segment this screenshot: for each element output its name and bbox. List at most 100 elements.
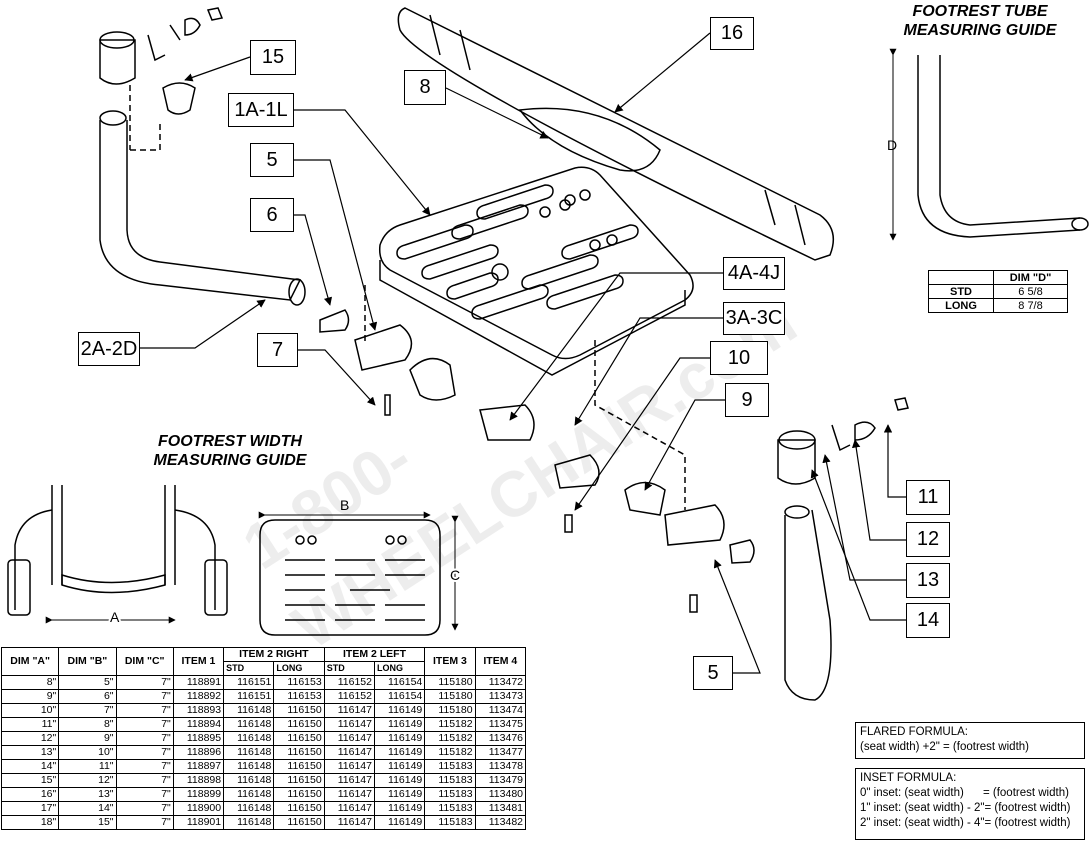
- table-cell: 118899: [172, 787, 225, 802]
- table-cell: 7": [115, 703, 174, 718]
- callout-10: 10: [710, 341, 768, 375]
- table-cell: 116148: [223, 759, 275, 774]
- table-cell: 8": [0, 675, 60, 690]
- table-cell: 116148: [223, 703, 275, 718]
- table-cell: 5": [58, 675, 117, 690]
- table-cell: 8": [58, 717, 117, 732]
- table-cell: 115180: [424, 703, 476, 718]
- table-cell: 10": [58, 745, 117, 760]
- table-cell: 7": [115, 801, 174, 816]
- table-cell: 116148: [223, 773, 275, 788]
- callout-5-top: 5: [250, 143, 294, 177]
- tube-guide-drawing: [889, 48, 1089, 241]
- inset-formula-box: INSET FORMULA: 0" inset: (seat width) = …: [855, 768, 1085, 840]
- callout-3a-3c: 3A-3C: [723, 302, 785, 335]
- inset-formula-line: 1" inset: (seat width) - 2"= (footrest w…: [860, 802, 1071, 814]
- width-dim-c-label: C: [450, 567, 460, 583]
- tube-guide-title: FOOTREST TUBE MEASURING GUIDE: [885, 2, 1075, 40]
- col-item2-right-long: LONG: [273, 661, 325, 676]
- parts-table: DIM "A" DIM "B" DIM "C" ITEM 1 ITEM 2 RI…: [0, 647, 527, 830]
- callout-7: 7: [257, 333, 298, 367]
- inset-formula-line: 0" inset: (seat width) = (footrest width…: [860, 787, 1069, 799]
- table-cell: 116150: [273, 717, 325, 732]
- callout-11: 11: [906, 480, 950, 515]
- tube-dim-row-label: LONG: [928, 298, 994, 313]
- table-cell: 115183: [424, 815, 476, 830]
- table-cell: 116147: [323, 815, 375, 830]
- table-cell: 115183: [424, 773, 476, 788]
- table-cell: 116149: [373, 787, 426, 802]
- tube-dim-table-corner: [928, 270, 994, 285]
- col-item2-left-long: LONG: [373, 661, 426, 676]
- table-cell: 116150: [273, 801, 325, 816]
- table-cell: 113472: [474, 675, 527, 690]
- table-cell: 116147: [323, 703, 375, 718]
- callout-6: 6: [250, 198, 294, 232]
- col-dim-a: DIM "A": [0, 647, 60, 676]
- width-guide-title-line1: FOOTREST WIDTH: [158, 433, 302, 450]
- col-item3: ITEM 3: [424, 647, 476, 676]
- callout-9: 9: [725, 383, 769, 417]
- table-cell: 13": [58, 787, 117, 802]
- table-cell: 118897: [172, 759, 225, 774]
- table-cell: 7": [115, 759, 174, 774]
- callout-15: 15: [250, 40, 296, 75]
- table-cell: 116148: [223, 717, 275, 732]
- table-cell: 116147: [323, 773, 375, 788]
- table-cell: 11": [0, 717, 60, 732]
- table-cell: 118893: [172, 703, 225, 718]
- table-cell: 17": [0, 801, 60, 816]
- tube-dim-row-value: 6 5/8: [993, 284, 1068, 299]
- table-cell: 115182: [424, 717, 476, 732]
- table-cell: 116150: [273, 759, 325, 774]
- table-cell: 7": [115, 731, 174, 746]
- table-cell: 7": [115, 689, 174, 704]
- table-cell: 113475: [474, 717, 527, 732]
- table-cell: 116149: [373, 773, 426, 788]
- table-cell: 116149: [373, 745, 426, 760]
- flared-formula-box: FLARED FORMULA: (seat width) +2" = (foot…: [855, 722, 1085, 759]
- table-cell: 113473: [474, 689, 527, 704]
- leader-lines: [140, 32, 906, 674]
- table-cell: 13": [0, 745, 60, 760]
- table-cell: 115180: [424, 675, 476, 690]
- table-cell: 118891: [172, 675, 225, 690]
- table-cell: 116152: [323, 689, 375, 704]
- table-cell: 116149: [373, 731, 426, 746]
- table-cell: 116150: [273, 787, 325, 802]
- callout-5-bottom: 5: [693, 656, 733, 690]
- tube-dim-table-header: DIM "D": [993, 270, 1068, 285]
- table-cell: 116149: [373, 759, 426, 774]
- flared-formula-title: FLARED FORMULA:: [860, 726, 968, 738]
- table-cell: 116151: [223, 689, 275, 704]
- table-cell: 115183: [424, 801, 476, 816]
- table-cell: 15": [58, 815, 117, 830]
- left-clamp-parts: [319, 285, 535, 441]
- table-cell: 118892: [172, 689, 225, 704]
- col-item2-left-std: STD: [323, 661, 375, 676]
- table-cell: 116153: [273, 675, 325, 690]
- table-cell: 115183: [424, 787, 476, 802]
- table-cell: 12": [0, 731, 60, 746]
- table-cell: 7": [115, 787, 174, 802]
- table-cell: 116153: [273, 689, 325, 704]
- col-item2-right: ITEM 2 RIGHT: [223, 647, 325, 662]
- table-cell: 116147: [323, 731, 375, 746]
- col-dim-c: DIM "C": [115, 647, 174, 676]
- left-tube-part: [99, 110, 306, 306]
- chair-front-view: [7, 485, 228, 624]
- table-cell: 16": [0, 787, 60, 802]
- table-cell: 116147: [323, 745, 375, 760]
- table-cell: 118900: [172, 801, 225, 816]
- table-cell: 116154: [373, 689, 426, 704]
- table-cell: 116147: [323, 787, 375, 802]
- callout-8: 8: [404, 70, 446, 105]
- right-tube-part: [777, 397, 909, 701]
- table-cell: 115182: [424, 731, 476, 746]
